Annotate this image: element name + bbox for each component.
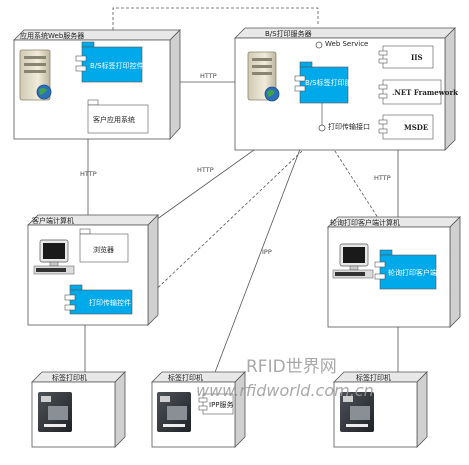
- component-label: IIS: [411, 53, 423, 62]
- server-icon: [19, 49, 52, 101]
- package-client-app: 客户应用系统: [87, 99, 149, 134]
- node-title: 标签打印机: [168, 373, 203, 382]
- node-print-server: B/S打印服务器 Web Service B/S标签打印服务 IIS: [234, 27, 458, 151]
- computer-icon: [332, 243, 374, 279]
- server-icon: [247, 51, 280, 102]
- component-label: MSDE: [404, 123, 428, 132]
- watermark-url: www.rfidworld.com.cn: [196, 381, 374, 400]
- node-title: 标签打印机: [52, 373, 87, 382]
- interface-label: 打印传输接口: [328, 122, 370, 131]
- component-ipp-service: IPP服务: [198, 393, 234, 415]
- component-label: IPP服务: [209, 400, 234, 409]
- computer-icon: [33, 239, 75, 275]
- package-browser: 浏览器: [79, 228, 129, 263]
- component-label: B/S标签打印服务: [305, 78, 359, 87]
- component-print-service: B/S标签打印服务: [294, 61, 359, 104]
- dashed-link-plugin: [144, 133, 321, 301]
- http-link-print-client: [152, 139, 269, 223]
- node-title: 标签打印机: [356, 373, 391, 382]
- edge-label-http-app-client: HTTP: [80, 170, 97, 178]
- label-printer-icon: [157, 392, 191, 432]
- package-label: 客户应用系统: [93, 115, 135, 124]
- node-polling-pc: 轮询打印客户端计算机 轮询打印客户端: [327, 216, 461, 328]
- component-iis: IIS: [378, 45, 434, 69]
- dashed-link-top: [112, 7, 319, 30]
- edge-label-ipp: IPP: [262, 248, 272, 256]
- print-transport-interface: 打印传输接口: [318, 103, 370, 132]
- node-printer-3: 标签打印机: [333, 371, 428, 448]
- component-label: B/S标签打印控件包: [90, 61, 151, 70]
- watermark: RFID世界网 www.rfidworld.com.cn: [196, 357, 374, 400]
- web-service-interface: Web Service: [315, 40, 368, 49]
- component-msde: MSDE: [378, 114, 434, 140]
- node-title: 轮询打印客户端计算机: [330, 218, 400, 227]
- interface-label: Web Service: [325, 40, 368, 48]
- component-label: 轮询打印客户端: [388, 268, 437, 277]
- node-printer-1: 标签打印机: [31, 371, 126, 448]
- component-label: .NET Framework: [392, 88, 458, 97]
- component-print-transport-plugin: 打印传输控件: [64, 284, 133, 315]
- ipp-link: [213, 143, 303, 376]
- component-print-control-package: B/S标签打印控件包: [75, 41, 151, 83]
- package-label: 浏览器: [93, 245, 114, 254]
- edge-label-http-print-polling: HTTP: [374, 174, 391, 182]
- node-client-pc: 客户端计算机 浏览器 打印传输控件: [27, 214, 159, 326]
- connections: [84, 7, 400, 376]
- node-title: 客户端计算机: [32, 216, 74, 225]
- node-app-server: 应用系统Web服务器 B/S标签打印控件包 客户应用系统: [13, 29, 181, 141]
- label-printer-icon: [38, 392, 72, 432]
- edge-label-http-app-print: HTTP: [200, 72, 217, 80]
- node-title: 应用系统Web服务器: [20, 31, 84, 40]
- edge-label-http-print-client: HTTP: [197, 166, 214, 174]
- watermark-title: RFID世界网: [246, 357, 337, 377]
- component-label: 打印传输控件: [89, 298, 131, 307]
- label-printer-icon: [340, 392, 374, 432]
- component-polling-client: 轮询打印客户端: [374, 249, 437, 290]
- component-dotnet: .NET Framework: [378, 79, 458, 105]
- node-printer-2: 标签打印机 IPP服务: [151, 371, 246, 448]
- node-title: B/S打印服务器: [265, 29, 312, 38]
